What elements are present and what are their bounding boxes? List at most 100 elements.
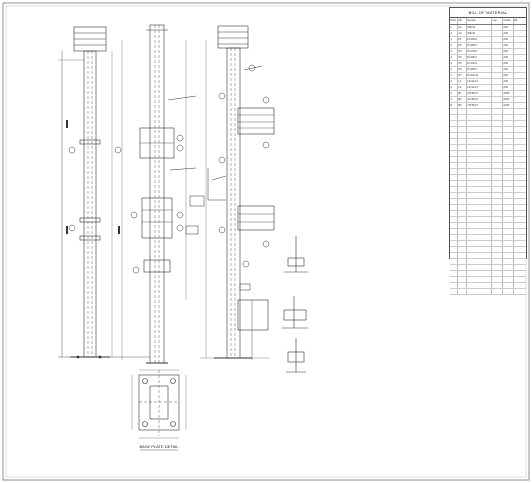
bom-cell	[458, 175, 467, 180]
bom-cell	[503, 259, 514, 264]
bom-cell	[450, 229, 458, 234]
bom-cell	[503, 199, 514, 204]
bom-blank-row	[450, 145, 526, 151]
bom-cell	[514, 79, 526, 84]
bom-blank-row	[450, 283, 526, 289]
bom-cell	[514, 277, 526, 282]
bom-cell: 4	[450, 61, 458, 66]
bom-cell	[503, 241, 514, 246]
bom-cell	[492, 85, 503, 90]
bom-header-cell: PCS	[450, 18, 458, 24]
bom-cell	[450, 199, 458, 204]
bom-cell	[458, 133, 467, 138]
bom-cell	[458, 277, 467, 282]
bom-cell	[503, 175, 514, 180]
bom-cell	[514, 109, 526, 114]
bom-cell	[492, 55, 503, 60]
bom-cell	[450, 271, 458, 276]
bom-cell	[458, 121, 467, 126]
bom-cell	[467, 139, 493, 144]
bom-blank-row	[450, 157, 526, 163]
bom-cell	[492, 169, 503, 174]
bom-cell	[514, 139, 526, 144]
bom-cell	[503, 277, 514, 282]
bom-cell	[514, 241, 526, 246]
bom-cell	[450, 277, 458, 282]
bom-blank-row	[450, 163, 526, 169]
bom-cell	[467, 229, 493, 234]
bom-cell	[467, 187, 493, 192]
bom-cell	[492, 211, 503, 216]
bom-cell	[514, 61, 526, 66]
bom-cell	[467, 235, 493, 240]
bom-cell	[503, 181, 514, 186]
bom-cell: P1	[458, 37, 467, 42]
bom-cell	[492, 31, 503, 36]
bom-cell	[450, 145, 458, 150]
bom-cell	[503, 235, 514, 240]
bom-cell	[467, 109, 493, 114]
bom-cell	[503, 187, 514, 192]
bom-cell	[450, 139, 458, 144]
bom-cell	[514, 121, 526, 126]
bom-cell	[458, 139, 467, 144]
bom-cell: W8x31	[467, 25, 493, 30]
bom-cell	[514, 211, 526, 216]
bom-cell: 4	[450, 91, 458, 96]
bom-cell	[492, 217, 503, 222]
bom-cell	[467, 277, 493, 282]
bom-cell	[503, 109, 514, 114]
bom-cell	[514, 271, 526, 276]
bom-cell	[450, 163, 458, 168]
bom-cell	[492, 157, 503, 162]
bom-cell	[450, 181, 458, 186]
bom-cell	[514, 91, 526, 96]
bom-cell: 4	[450, 49, 458, 54]
bom-blank-row	[450, 133, 526, 139]
bom-cell	[450, 283, 458, 288]
bom-cell	[450, 193, 458, 198]
bom-cell: PL3/8x8	[467, 37, 493, 42]
bom-cell: A325	[503, 103, 514, 108]
bom-cell	[492, 175, 503, 180]
bom-header-cell: Mk	[458, 18, 467, 24]
bom-cell	[492, 235, 503, 240]
bom-blank-row	[450, 181, 526, 187]
bom-cell: A325	[503, 91, 514, 96]
bom-cell	[514, 289, 526, 294]
bom-cell	[467, 115, 493, 120]
bom-cell	[503, 265, 514, 270]
bom-cell	[492, 229, 503, 234]
bom-cell	[450, 175, 458, 180]
bom-cell: PL3/8x4	[467, 55, 493, 60]
bom-cell	[450, 289, 458, 294]
bom-cell	[458, 193, 467, 198]
bom-blank-row	[450, 115, 526, 121]
bom-blank-row	[450, 211, 526, 217]
bom-cell	[458, 199, 467, 204]
bom-cell	[514, 67, 526, 72]
bom-cell	[503, 163, 514, 168]
bom-blank-row	[450, 151, 526, 157]
bom-cell: 2	[450, 55, 458, 60]
bom-cell	[492, 43, 503, 48]
bom-cell	[467, 145, 493, 150]
bom-cell	[492, 223, 503, 228]
bom-cell	[467, 169, 493, 174]
bom-cell	[514, 223, 526, 228]
bom-cell	[458, 271, 467, 276]
bom-cell: 2	[450, 79, 458, 84]
bom-cell	[458, 235, 467, 240]
bom-cell	[514, 175, 526, 180]
bom-cell	[450, 133, 458, 138]
bom-cell	[492, 133, 503, 138]
bom-cell	[467, 217, 493, 222]
bom-cell	[467, 265, 493, 270]
bom-cell	[450, 157, 458, 162]
bom-cell	[514, 127, 526, 132]
